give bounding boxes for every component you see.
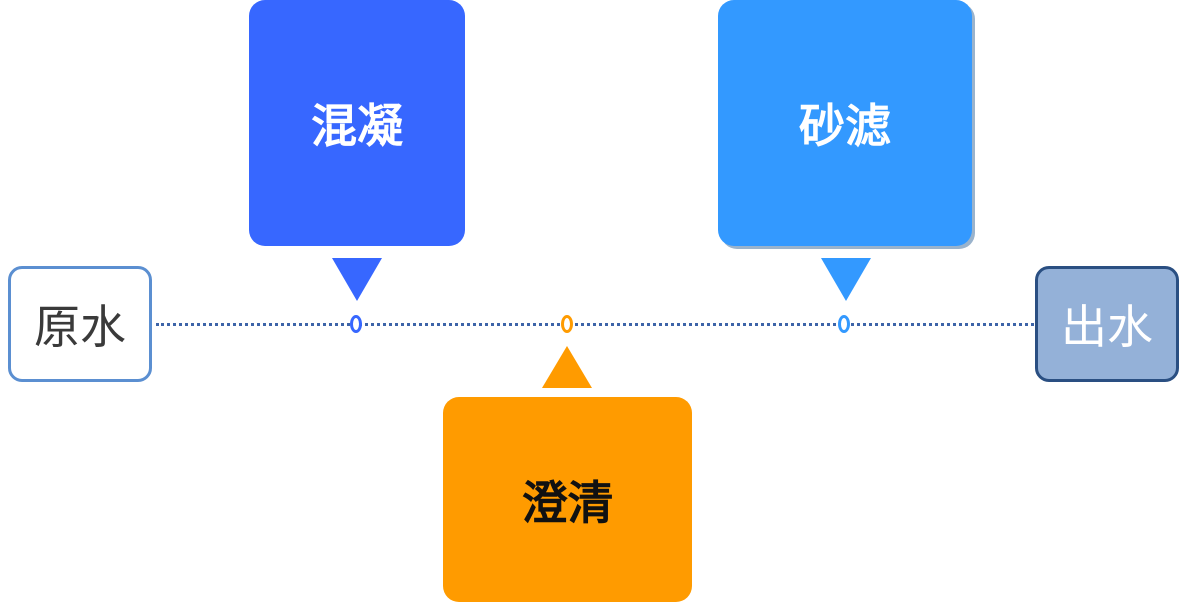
clarification-node <box>561 315 573 333</box>
sand-filtration-node <box>838 315 850 333</box>
clarification-label: 澄清 <box>521 475 614 530</box>
clarification-pointer <box>542 346 592 388</box>
coagulation-node <box>350 315 362 333</box>
output-water-label: 出水 <box>1061 300 1153 354</box>
coagulation-pointer <box>332 258 382 301</box>
raw-water-box: 原水 <box>8 266 152 382</box>
coagulation-stage-box: 混凝 <box>249 0 465 246</box>
sand-filtration-stage-box: 砂滤 <box>718 0 972 246</box>
flow-timeline <box>156 323 1034 326</box>
raw-water-label: 原水 <box>34 300 126 354</box>
coagulation-label: 混凝 <box>311 99 403 153</box>
sand-filtration-pointer <box>821 258 871 301</box>
clarification-stage-box: 澄清 <box>443 397 692 602</box>
output-water-box: 出水 <box>1035 266 1179 382</box>
sand-filtration-label: 砂滤 <box>799 99 891 153</box>
